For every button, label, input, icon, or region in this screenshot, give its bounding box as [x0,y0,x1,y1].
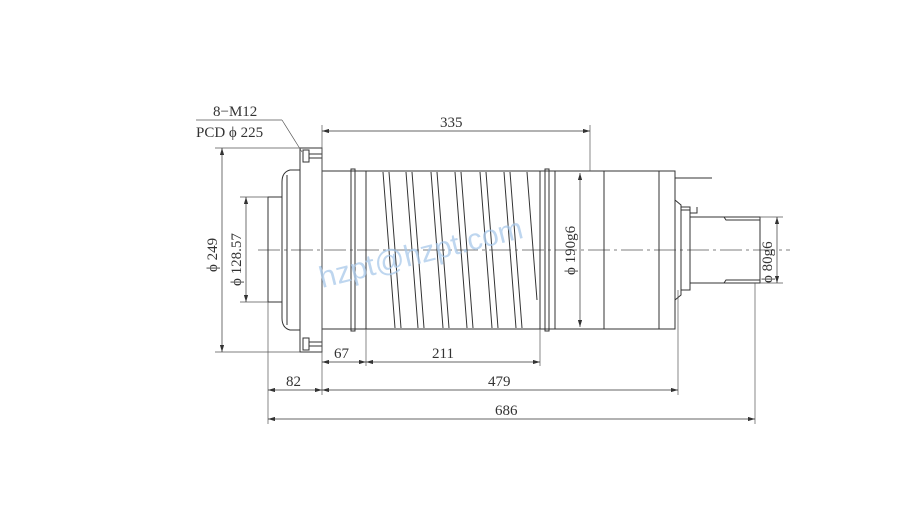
dim-67: 67 [334,346,350,362]
thread-callout: 8−M12 PCD ϕ 225 [196,104,303,153]
dim-flange-dia: ϕ 249 [205,238,221,272]
spindle-body [267,147,761,353]
bolt-icon [302,149,310,163]
dim-686: 686 [495,403,518,419]
dim-211: 211 [432,346,454,362]
dim-shaft-dia: ϕ 80g6 [760,241,776,283]
dim-spigot-dia: ϕ 128.57 [229,233,245,286]
svg-text:PCD ϕ 225: PCD ϕ 225 [196,125,263,141]
dimension-labels: 335 ϕ 249 ϕ 128.57 ϕ 190g6 ϕ 80g6 67 211… [205,115,776,419]
bolt-icon [302,337,310,351]
dim-body-dia: ϕ 190g6 [563,225,579,275]
dim-479: 479 [488,374,511,390]
dim-82: 82 [286,374,301,390]
svg-text:8−M12: 8−M12 [213,104,257,120]
dim-335: 335 [440,115,463,131]
